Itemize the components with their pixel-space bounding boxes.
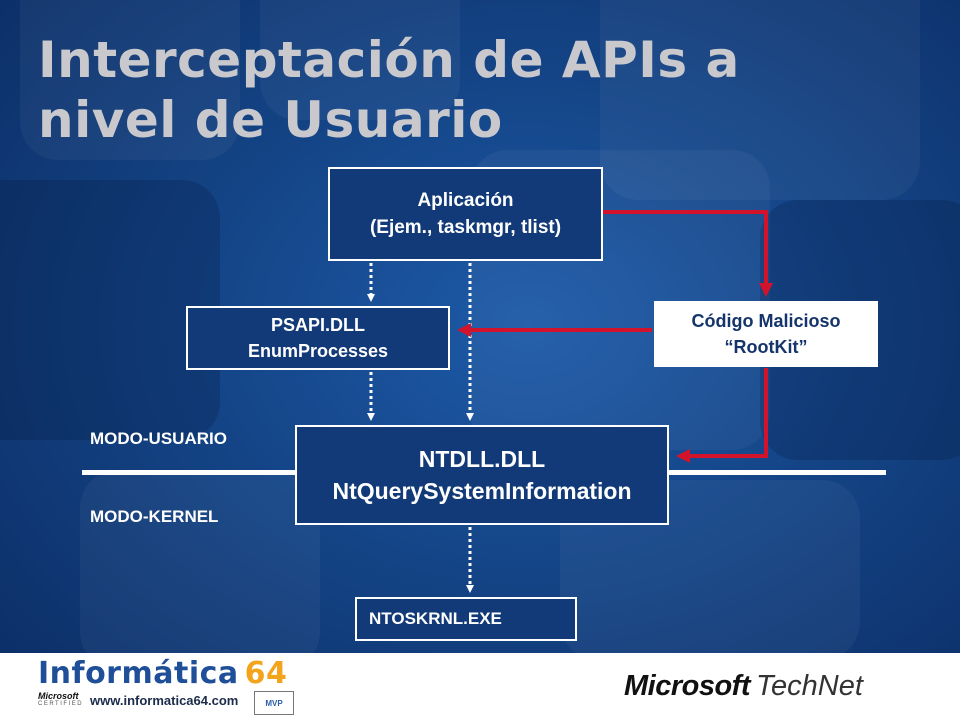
- microsoft-technet-logo-brand: Microsoft: [624, 670, 751, 702]
- malicious-code-box-line-1: Código Malicioso: [691, 311, 841, 331]
- psapi-box-line-1: PSAPI.DLL: [270, 315, 365, 335]
- background-square: [20, 0, 240, 160]
- background-square: [600, 0, 920, 200]
- ntdll-box-line-2: NtQuerySystemInformation: [332, 478, 632, 504]
- microsoft-technet-logo-product: TechNet: [756, 670, 863, 702]
- informatica64-url: www.informatica64.com: [90, 693, 239, 708]
- informatica64-logo-number: 64: [244, 656, 288, 691]
- malicious-code-box-line-2: “RootKit”: [724, 337, 808, 357]
- application-box-line-1: Aplicación: [417, 190, 514, 211]
- hook-arrow-app-to-rootkit: [603, 210, 773, 297]
- microsoft-certified-badge-label: CERTIFIED: [38, 701, 84, 707]
- slide-title-line-2: nivel de Usuario: [38, 91, 503, 149]
- microsoft-certified-badge-brand: Microsoft: [38, 691, 79, 701]
- mvp-badge: MVP: [254, 691, 294, 715]
- ntdll-box: NTDLL.DLL NtQuerySystemInformation: [295, 425, 669, 525]
- ntdll-box-line-1: NTDLL.DLL: [418, 446, 546, 472]
- user-mode-label: MODO-USUARIO: [90, 429, 227, 448]
- application-box-line-2: (Ejem., taskmgr, tlist): [369, 217, 562, 238]
- mvp-badge-label: MVP: [265, 698, 283, 708]
- hook-arrow-rootkit-to-ntdll: [676, 368, 768, 463]
- kernel-mode-label: MODO-KERNEL: [90, 507, 219, 526]
- ntoskrnl-box: NTOSKRNL.EXE: [355, 597, 577, 641]
- ntoskrnl-box-label: NTOSKRNL.EXE: [369, 609, 502, 628]
- informatica64-logo-name: Informática: [38, 656, 239, 691]
- psapi-box: PSAPI.DLL EnumProcesses: [186, 306, 450, 370]
- microsoft-certified-badge: Microsoft CERTIFIED: [38, 691, 86, 717]
- background-square: [0, 180, 220, 440]
- psapi-box-line-2: EnumProcesses: [247, 341, 389, 361]
- slide-title: Interceptación de APIs a nivel de Usuari…: [38, 30, 938, 150]
- application-box: Aplicación (Ejem., taskmgr, tlist): [328, 167, 603, 261]
- slide-title-line-1: Interceptación de APIs a: [38, 31, 740, 89]
- background-square: [80, 470, 320, 670]
- background-square: [260, 0, 460, 120]
- malicious-code-box: Código Malicioso “RootKit”: [654, 301, 878, 367]
